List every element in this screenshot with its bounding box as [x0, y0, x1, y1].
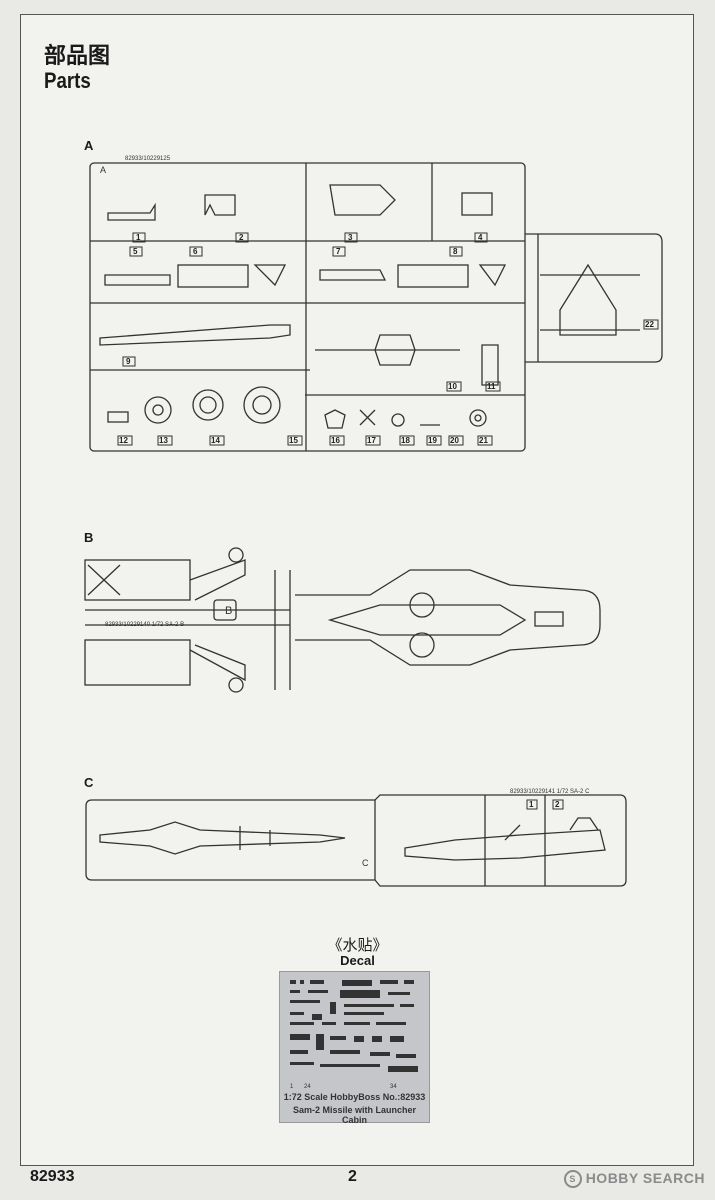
decal-sheet: 1 24 34 1:72 Scale HobbyBoss No.:82933 S…	[279, 971, 430, 1125]
svg-text:4: 4	[478, 233, 483, 242]
sprue-a-frame-letter: A	[100, 165, 106, 175]
sprue-b-label: B	[84, 530, 94, 545]
product-code: 82933	[30, 1168, 75, 1185]
decal-number-1: 1	[290, 1084, 294, 1090]
decal-title-english: Decal	[340, 953, 375, 968]
decal-number-24: 24	[304, 1084, 311, 1090]
sprue-a-frame	[89, 162, 526, 452]
svg-text:14: 14	[211, 436, 220, 445]
sprue-c-label: C	[84, 775, 94, 790]
svg-text:2: 2	[239, 233, 244, 242]
decal-caption-scale: 1:72 Scale HobbyBoss No.:82933	[283, 1092, 426, 1102]
decal-title-chinese: 《水贴》	[327, 936, 388, 954]
sprue-c-code: 82933/10229141 1/72 SA-2 C	[510, 789, 590, 795]
decal-number-34: 34	[390, 1084, 397, 1090]
svg-text:22: 22	[645, 320, 654, 329]
sprue-b-frame-letter: B	[225, 605, 232, 617]
page-number: 2	[348, 1168, 357, 1185]
svg-text:15: 15	[289, 436, 298, 445]
svg-text:9: 9	[126, 357, 131, 366]
sprue-a-label: A	[84, 138, 94, 153]
svg-text:18: 18	[401, 436, 410, 445]
sprue-c-part-1: 1	[529, 800, 534, 809]
watermark-logo-icon: S	[563, 1170, 582, 1189]
svg-text:17: 17	[367, 436, 376, 445]
parts-heading-chinese: 部品图	[44, 44, 111, 69]
svg-text:8: 8	[453, 247, 458, 256]
svg-text:13: 13	[159, 436, 168, 445]
sprue-c-part-2: 2	[555, 800, 560, 809]
sprue-b-code: 82933/10229140 1/72 SA-2 B	[105, 622, 184, 628]
svg-text:5: 5	[133, 247, 138, 256]
parts-heading-english: Parts	[44, 68, 91, 93]
svg-text:6: 6	[193, 247, 198, 256]
svg-text:1: 1	[136, 233, 141, 242]
svg-text:12: 12	[119, 436, 128, 445]
svg-text:20: 20	[450, 436, 459, 445]
decal-markings: 1 24 34	[290, 980, 418, 1090]
svg-text:3: 3	[348, 233, 353, 242]
watermark-text: HOBBY SEARCH	[585, 1170, 705, 1186]
decal-caption-title: Sam-2 Missile with Launcher Cabin	[292, 1105, 417, 1125]
svg-text:21: 21	[479, 436, 488, 445]
svg-text:16: 16	[331, 436, 340, 445]
svg-text:7: 7	[336, 247, 341, 256]
svg-text:10: 10	[448, 382, 457, 391]
sprue-a-code: 82933/10229125	[125, 156, 171, 162]
sprue-c-frame-letter: C	[362, 858, 369, 868]
svg-text:11: 11	[487, 382, 496, 391]
svg-text:19: 19	[428, 436, 437, 445]
